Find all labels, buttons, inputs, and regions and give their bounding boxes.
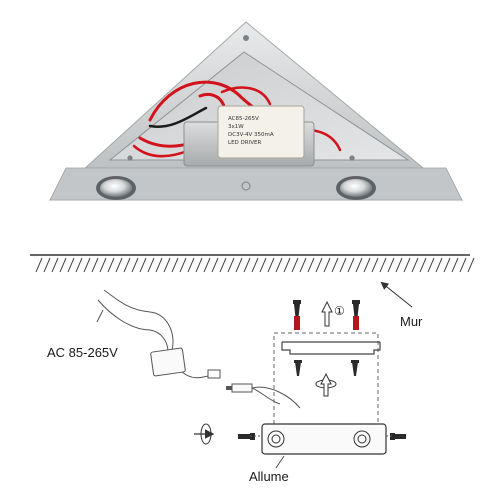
wall-hatch-line [115,257,123,273]
wall-screw-left [293,300,301,330]
wall-hatch-line [203,257,211,273]
wall-hatch-line [91,257,99,273]
fixture-bar [261,423,387,455]
wall-hatch-line [227,257,235,273]
wall-hatch-line [43,257,51,273]
wall-hatch-line [291,257,299,273]
wall-hatch-line [275,257,283,273]
wall-hatch-line [459,257,467,273]
side-screw-right [386,433,406,440]
wall-hatch [30,254,475,273]
wall-hatch-line [163,257,171,273]
wall-hatch-line [35,257,43,273]
diagram-driver [150,347,221,379]
wall-hatch-line [411,257,419,273]
wall-hatch-line [131,257,139,273]
rotate-arrow-icon [315,372,337,397]
wall-hatch-line [187,257,195,273]
bracket-screw-right [351,360,359,376]
wall-hatch-line [251,257,259,273]
wire-connector [226,383,301,409]
led-lens-left [96,176,136,200]
wall-hatch-line [219,257,227,273]
wall-pointer-arrow [380,281,413,308]
wall-hatch-line [235,257,243,273]
wall-hatch-line [267,257,275,273]
wall-hatch-line [147,257,155,273]
power-label: AC 85-265V [47,345,118,360]
wall-hatch-line [59,257,67,273]
wall-hatch-line [243,257,251,273]
wall-hatch-line [451,257,459,273]
side-screw-left [238,433,262,440]
fixture-pointer-line [275,455,285,469]
wall-hatch-line [179,257,187,273]
fixture-label: Allume [249,469,289,484]
wall-hatch-line [339,257,347,273]
wall-hatch-line [347,257,355,273]
wall-hatch-line [67,257,75,273]
wall-hatch-line [443,257,451,273]
fixture-photo: AC85-265V 3x1W DC3V-4V 350mA LED DRIVER [48,21,464,201]
driver-label-4: LED DRIVER [228,140,261,146]
corner-screw-top [243,35,249,41]
wall-screw-right [352,300,360,330]
step-one-marker: ① [334,304,345,318]
wall-hatch-line [307,257,315,273]
wall-hatch-line [299,257,307,273]
wall-hatch-line [323,257,331,273]
wall-hatch-line [363,257,371,273]
bracket-screw-left [294,360,302,376]
wall-hatch-line [259,257,267,273]
wall-hatch-line [171,257,179,273]
wall-hatch-line [211,257,219,273]
corner-screw-left [127,155,133,161]
wall-hatch-line [283,257,291,273]
wall-hatch-line [107,257,115,273]
driver-label-2: 3x1W [228,124,244,130]
driver-body [217,105,305,159]
wall-label: Mur [400,314,423,329]
led-lens-right [336,176,376,200]
wall-hatch-line [83,257,91,273]
wall-hatch-line [371,257,379,273]
wall-hatch-line [419,257,427,273]
corner-screw-right [349,155,355,161]
wall-hatch-line [427,257,435,273]
wall-hatch-line [403,257,411,273]
wall-hatch-line [99,257,107,273]
wall-hatch-line [467,257,475,273]
wall-hatch-line [387,257,395,273]
wall-hatch-line [195,257,203,273]
wall-hatch-line [139,257,147,273]
wall-hatch-line [379,257,387,273]
led-driver: AC85-265V 3x1W DC3V-4V 350mA LED DRIVER [183,105,315,167]
wall-hatch-line [75,257,83,273]
mounting-bracket [281,341,381,355]
power-cord [96,289,174,353]
driver-label-1: AC85-265V [228,116,259,122]
rotate-arrow-left-icon [194,423,215,445]
wall-hatch-line [315,257,323,273]
wall-hatch-line [331,257,339,273]
wall-hatch-line [51,257,59,273]
wall-hatch-line [355,257,363,273]
driver-label-3: DC3V-4V 350mA [228,132,274,138]
center-logo-icon [241,181,251,191]
wall-hatch-line [155,257,163,273]
wall-hatch-line [123,257,131,273]
wall-hatch-line [395,257,403,273]
up-arrow-icon [321,300,333,327]
wall-hatch-line [435,257,443,273]
